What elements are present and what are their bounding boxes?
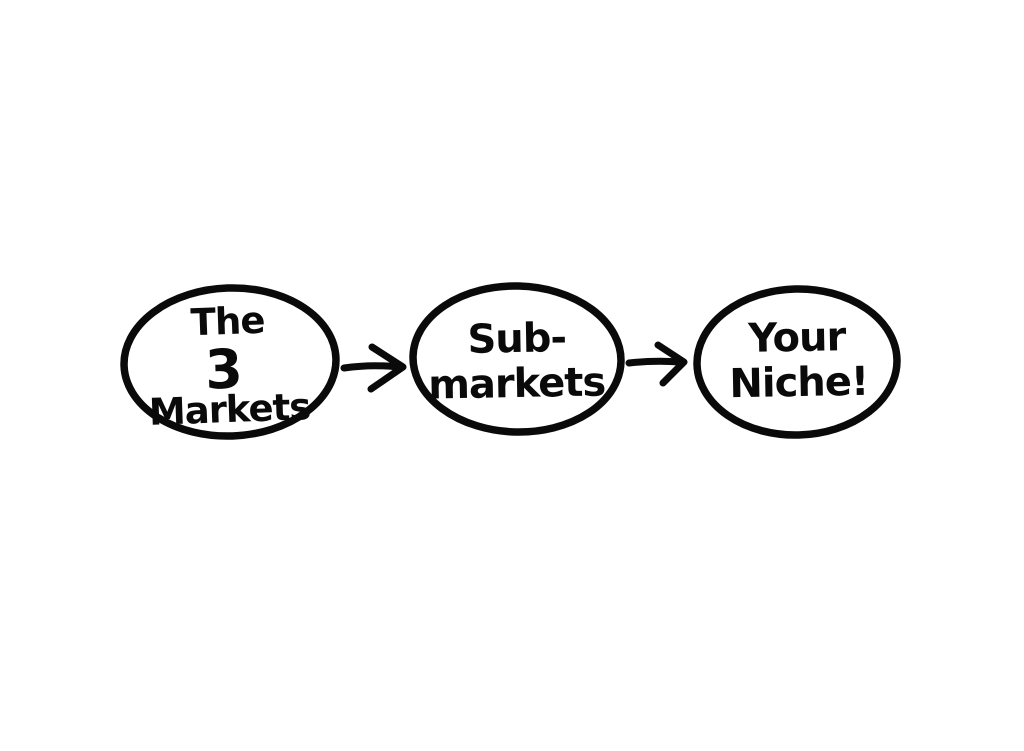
node-label-line: Niche! [729,359,869,407]
arrow-head [367,343,407,393]
node-label-line: 3 [204,337,243,401]
node-label-line: Markets [148,385,311,434]
arrow-shaft [625,357,684,367]
node-label-line: markets [428,359,606,408]
node-label-line: The [190,299,265,345]
ellipse-your-niche [693,285,901,439]
arrow-right-icon [625,341,688,387]
node-label-line: Sub- [467,315,566,363]
arrow-right-icon [340,343,407,393]
node-label-line: Your [747,314,847,362]
ellipse-the-3-markets [120,284,340,440]
node-sub-markets: Sub- markets [409,282,625,436]
node-the-3-markets: The 3 Markets [120,284,340,440]
arrow-head [654,341,688,387]
ellipse-sub-markets [409,282,625,436]
node-your-niche: Your Niche! [693,285,901,439]
arrow-shaft [340,362,402,372]
